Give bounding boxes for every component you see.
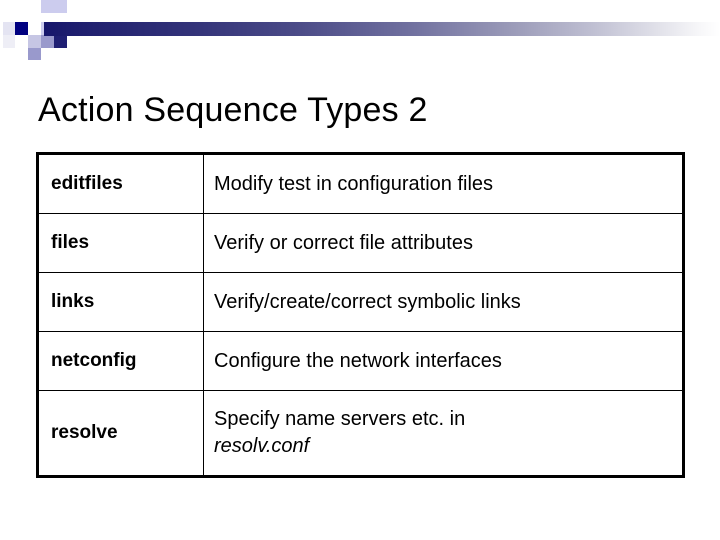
table-cell-term: links — [37, 272, 204, 332]
table-cell-description: Verify/create/correct symbolic links — [203, 272, 684, 332]
table-row: editfiles Modify test in configuration fi… — [37, 153, 684, 214]
table-cell-term: files — [37, 213, 204, 273]
table-cell-description: Configure the network interfaces — [203, 331, 684, 391]
page-title: Action Sequence Types 2 — [38, 90, 428, 129]
decor-square-light-1 — [3, 22, 15, 35]
description-line: Configure the network interfaces — [214, 349, 502, 372]
table-cell-description: Modify test in configuration files — [203, 153, 684, 214]
description-line: Verify or correct file attributes — [214, 231, 473, 254]
slide-decoration-banner — [0, 0, 720, 60]
description-line: Modify test in configuration files — [214, 172, 494, 195]
action-sequence-table: editfiles Modify test in configuration fi… — [36, 152, 685, 478]
decor-square-dark-2 — [54, 35, 67, 48]
table-row: resolve Specify name servers etc. in resol… — [37, 390, 684, 477]
table-row: netconfig Configure the network interface… — [37, 331, 684, 391]
action-sequence-table-body: editfiles Modify test in configuration fi… — [37, 153, 684, 477]
table-cell-term: resolve — [37, 390, 204, 477]
table-cell-description: Verify or correct file attributes — [203, 213, 684, 273]
table-cell-term: netconfig — [37, 331, 204, 391]
description-line: Specify name servers etc. in — [214, 408, 466, 430]
gradient-bar — [44, 22, 720, 36]
table-cell-description: Specify name servers etc. in resolv.conf — [203, 390, 684, 477]
description-line: Verify/create/correct symbolic links — [214, 290, 521, 313]
decor-square-mid-3 — [28, 48, 41, 60]
table-cell-term: editfiles — [37, 153, 204, 214]
decor-square-mid-1 — [41, 35, 54, 48]
decor-square-light-5 — [54, 0, 67, 13]
table-row: links Verify/create/correct symbolic link… — [37, 272, 684, 332]
decor-square-light-2 — [3, 35, 15, 48]
decor-square-light-4 — [41, 0, 54, 13]
decor-square-mid-2 — [28, 35, 41, 48]
description-line: resolv.conf — [214, 435, 310, 457]
decor-square-dark-1 — [15, 22, 28, 35]
table-row: files Verify or correct file attributes — [37, 213, 684, 273]
